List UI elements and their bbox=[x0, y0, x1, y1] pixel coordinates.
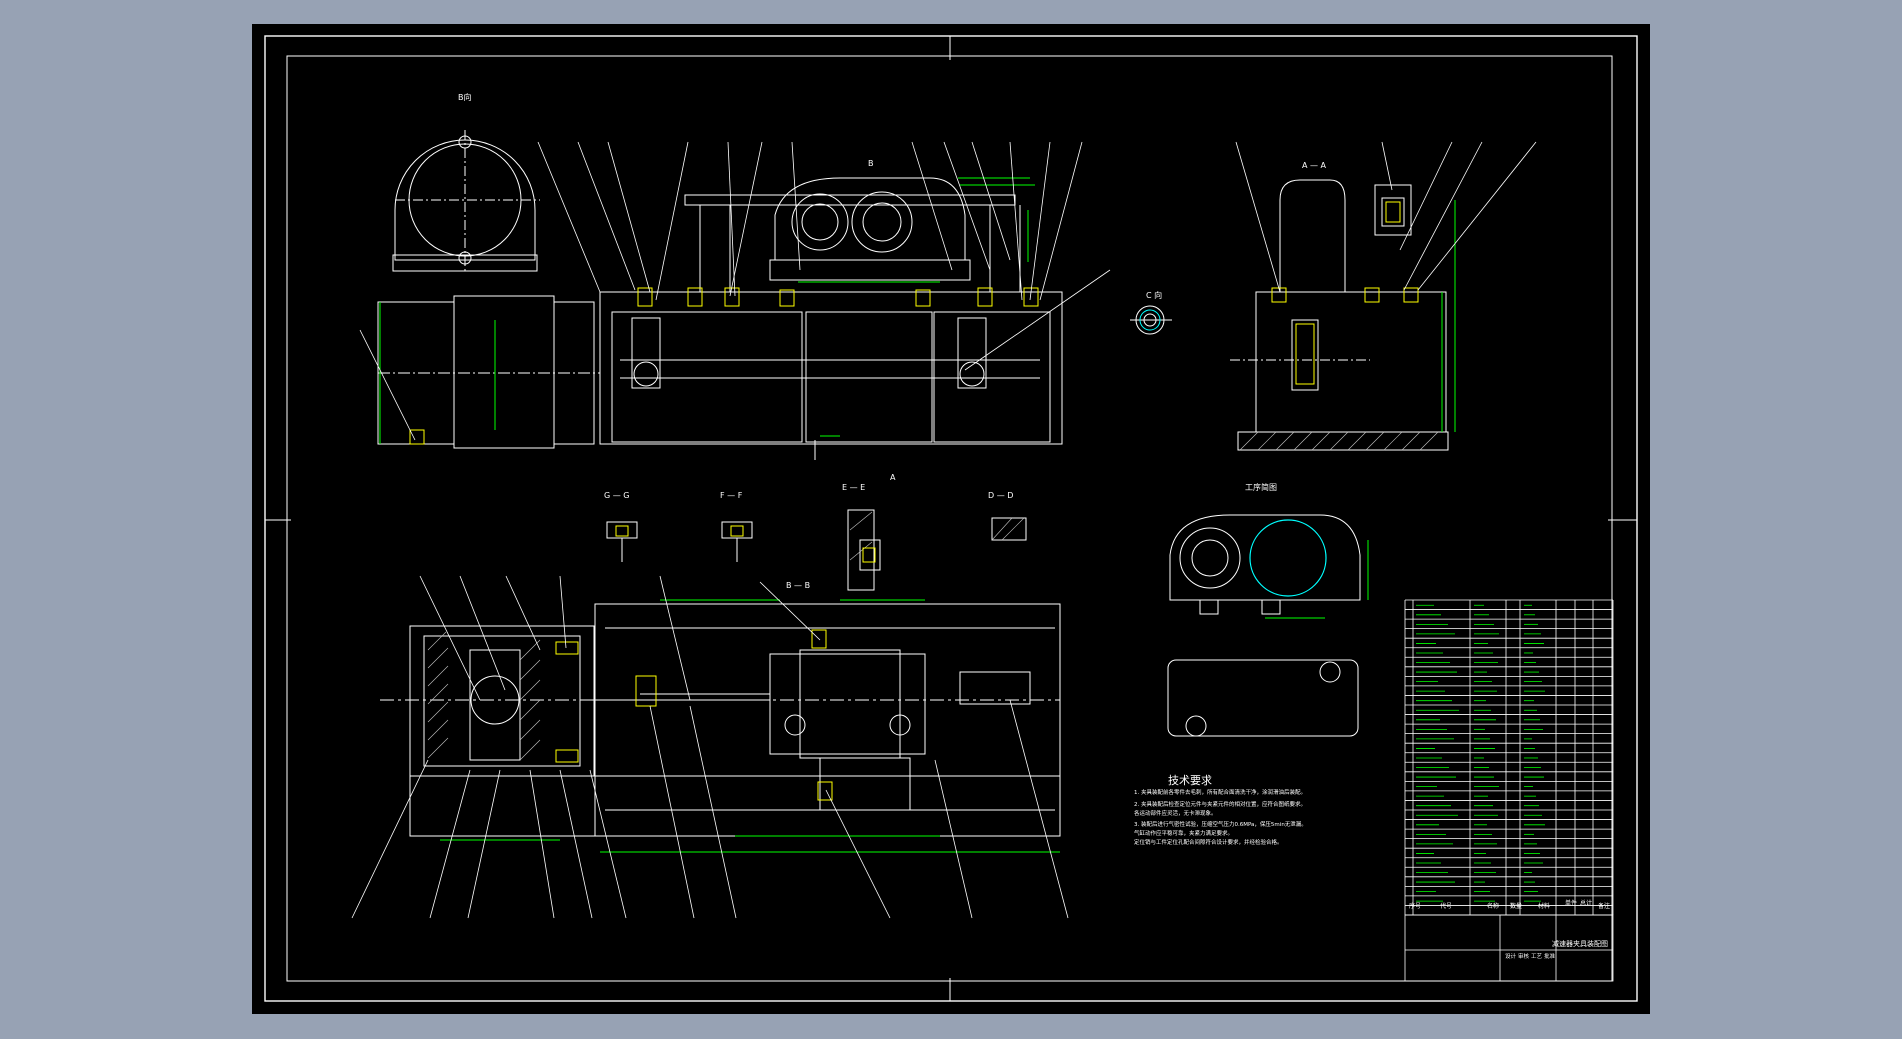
tech-req-line: 定位销与工件定位孔配合间隙符合设计要求，并经检验合格。 bbox=[1134, 838, 1283, 846]
lower-view-leaders bbox=[351, 575, 1069, 919]
section-a-a-hatch bbox=[1239, 431, 1439, 451]
sign-review: 审核 bbox=[1518, 952, 1530, 960]
c-view bbox=[1130, 305, 1172, 335]
tech-req-line: 3. 装配后进行气密性试验，压缩空气压力0.6MPa，保压5min无泄漏。 bbox=[1134, 820, 1307, 828]
c-view-accent bbox=[1139, 309, 1161, 331]
tech-req-line: 1. 夹具装配前各零件去毛刺，所有配合面清洗干净，涂润滑油后装配。 bbox=[1134, 788, 1306, 796]
lower-view-fasteners bbox=[555, 629, 833, 801]
label-b-b: B — B bbox=[786, 581, 810, 590]
lower-view-dimensions bbox=[440, 599, 1060, 853]
title-block-sign-row: 设计 审核 工艺 批准 bbox=[1505, 952, 1556, 960]
header-remark: 备注 bbox=[1598, 902, 1610, 910]
tech-req-line: 各运动部件应灵活，无卡滞现象。 bbox=[1134, 809, 1217, 817]
tech-req-lines: 1. 夹具装配前各零件去毛刺，所有配合面清洗干净，涂润滑油后装配。 2. 夹具装… bbox=[1134, 788, 1307, 846]
header-unit: 单件 bbox=[1565, 899, 1577, 907]
header-no: 序号 bbox=[1409, 902, 1421, 910]
label-cut-a: A bbox=[890, 473, 896, 482]
parts-list-entries bbox=[1416, 604, 1545, 902]
workpiece-sketch bbox=[1167, 514, 1361, 737]
sign-design: 设计 bbox=[1505, 952, 1517, 960]
small-section-fasteners bbox=[615, 525, 876, 563]
label-c-view: C 向 bbox=[1146, 290, 1162, 300]
label-workpiece: 工序简图 bbox=[1245, 482, 1277, 492]
title-block bbox=[1404, 914, 1614, 982]
parts-list-header: 序号 代号 名称 数量 材料 单件 总计 备注 bbox=[1409, 899, 1610, 910]
label-f-f: F — F bbox=[720, 491, 743, 500]
label-e-e: E — E bbox=[842, 483, 865, 492]
label-b-view: B向 bbox=[458, 92, 472, 102]
header-material: 材料 bbox=[1538, 902, 1550, 910]
drawing-sheet bbox=[252, 24, 1650, 1014]
label-d-d: D — D bbox=[988, 491, 1013, 500]
header-code: 代号 bbox=[1440, 902, 1452, 910]
header-qty: 数量 bbox=[1510, 902, 1522, 910]
header-name: 名称 bbox=[1487, 902, 1499, 910]
label-cut-b: B bbox=[868, 159, 874, 168]
main-top-view bbox=[377, 130, 1063, 460]
label-a-a: A — A bbox=[1302, 161, 1327, 170]
sign-process: 工艺 bbox=[1531, 953, 1543, 960]
tech-req-title: 技术要求 bbox=[1168, 774, 1212, 787]
sign-approve: 批准 bbox=[1544, 952, 1556, 960]
workpiece-dimensions bbox=[1265, 540, 1369, 619]
small-section-hatch bbox=[849, 511, 1025, 561]
header-total: 总计 bbox=[1580, 899, 1592, 907]
view-labels: B向 A — A C 向 工序简图 G — G F — F E — E D — … bbox=[458, 92, 1327, 590]
section-a-a-view bbox=[1230, 179, 1449, 451]
tech-req-line: 2. 夹具装配后检查定位元件与夹紧元件的相对位置，应符合图纸要求。 bbox=[1134, 800, 1306, 808]
section-a-a-leaders bbox=[1235, 141, 1537, 293]
cylinder-section-hatch bbox=[427, 631, 541, 761]
centering-marks bbox=[265, 36, 1637, 1001]
drawing-name: 减速器夹具装配图 bbox=[1552, 939, 1608, 948]
section-a-a-dimensions bbox=[1441, 200, 1456, 432]
label-g-g: G — G bbox=[604, 491, 629, 500]
small-section-views bbox=[606, 509, 1027, 591]
outer-frame bbox=[264, 35, 1638, 1002]
top-view-dimensions bbox=[379, 177, 1035, 444]
top-view-leaders bbox=[359, 141, 1111, 441]
tech-req-line: 气缸动作应平稳可靠，夹紧力满足要求。 bbox=[1134, 829, 1233, 837]
workpiece-machined-bore bbox=[1249, 519, 1327, 597]
